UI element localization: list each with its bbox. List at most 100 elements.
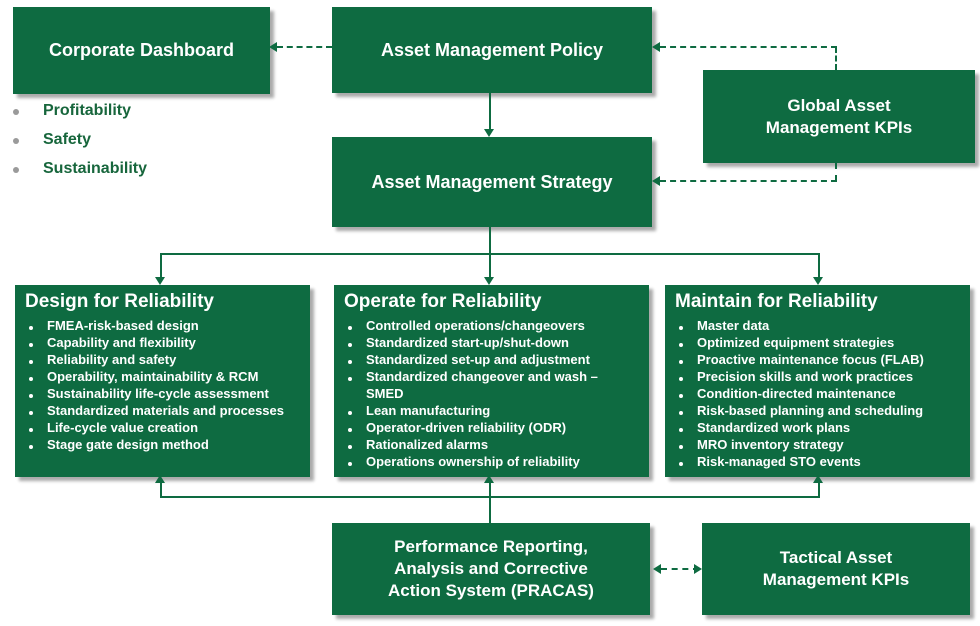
connector-pracas-stub	[489, 483, 491, 523]
bullet-dot	[344, 436, 366, 453]
bullet-dot	[10, 131, 43, 148]
connector-pracas-collection-line	[160, 496, 820, 498]
box-operate-for-reliability: Operate for Reliability Controlled opera…	[334, 285, 649, 477]
dashed-connector-pracas-tactical	[661, 568, 699, 570]
list-item-label: Standardized start-up/shut-down	[366, 335, 569, 350]
arrowhead-left-icon	[652, 176, 660, 186]
dashed-connector-globalkpi-strategy-vertical	[835, 163, 837, 181]
dashed-connector-globalkpi-to-policy	[660, 46, 837, 48]
arrowhead-right-icon	[694, 564, 702, 574]
arrowhead-down-icon	[484, 277, 494, 285]
list-item-label: Profitability	[43, 102, 132, 119]
box-pracas: Performance Reporting, Analysis and Corre…	[332, 523, 650, 615]
bullet-dot	[344, 402, 366, 419]
list-item-label: Reliability and safety	[47, 352, 177, 367]
list-item: Operability, maintainability & RCM	[25, 368, 296, 385]
list-item-label: Master data	[697, 318, 770, 333]
list-item: Profitability	[10, 102, 280, 119]
list-item-label: Optimized equipment strategies	[697, 335, 895, 350]
list-item: Standardized work plans	[675, 419, 956, 436]
bullet-dot	[10, 102, 43, 119]
list-item-label: Condition-directed maintenance	[697, 386, 896, 401]
list-item: Standardized set-up and adjustment	[344, 351, 635, 368]
list-item-label: Sustainability life-cycle assessment	[47, 386, 269, 401]
list-item-label: Standardized work plans	[697, 420, 851, 435]
bullet-dot	[675, 317, 697, 334]
box-label-line: Action System (PRACAS)	[388, 581, 594, 600]
list-item-label: Precision skills and work practices	[697, 369, 914, 384]
list-item: Life-cycle value creation	[25, 419, 296, 436]
list-item: Stage gate design method	[25, 436, 296, 453]
list-item-label: Proactive maintenance focus (FLAB)	[697, 352, 924, 367]
bullet-dot	[25, 419, 47, 436]
list-item-label: MRO inventory strategy	[697, 437, 844, 452]
list-item: Proactive maintenance focus (FLAB)	[675, 351, 956, 368]
box-label-line: Tactical Asset	[779, 548, 893, 567]
list-item: FMEA-risk-based design	[25, 317, 296, 334]
column-title: Design for Reliability	[25, 291, 214, 312]
list-item: Risk-managed STO events	[675, 453, 956, 470]
bullet-dot	[344, 351, 366, 368]
list-item: Reliability and safety	[25, 351, 296, 368]
connector-strategy-stub	[489, 227, 491, 278]
list-item-label: Safety	[43, 131, 92, 148]
bullet-dot	[675, 334, 697, 351]
list-item: Controlled operations/changeovers	[344, 317, 635, 334]
arrowhead-down-icon	[813, 277, 823, 285]
box-label: Asset Management Policy	[380, 39, 604, 60]
bullet-dot	[344, 368, 366, 402]
bullet-dot	[344, 334, 366, 351]
box-label-line: Analysis and Corrective	[394, 559, 588, 578]
list-item-label: Lean manufacturing	[366, 403, 491, 418]
bullet-dot	[675, 402, 697, 419]
box-label: Corporate Dashboard	[48, 40, 235, 60]
bullet-dot	[10, 160, 43, 177]
bullet-dot	[675, 436, 697, 453]
bullet-dot	[25, 317, 47, 334]
bullet-dot	[25, 402, 47, 419]
connector-to-maintain	[818, 253, 820, 278]
arrowhead-down-icon	[155, 277, 165, 285]
list-item-label: Standardized materials and processes	[47, 403, 284, 418]
dashed-connector-policy-to-dashboard	[277, 46, 332, 48]
list-item: Safety	[10, 131, 280, 148]
box-label-line: Performance Reporting,	[394, 537, 588, 556]
arrowhead-left-icon	[652, 42, 660, 52]
list-item-label: Controlled operations/changeovers	[366, 318, 585, 333]
arrowhead-left-icon	[269, 42, 277, 52]
list-item: Master data	[675, 317, 956, 334]
list-item-label: Risk-based planning and scheduling	[697, 403, 924, 418]
list-item-label: Standardized set-up and adjustment	[366, 352, 590, 367]
arrowhead-up-icon	[813, 475, 823, 483]
bullet-dot	[344, 453, 366, 470]
bullet-dot	[25, 368, 47, 385]
box-corporate-dashboard: Corporate Dashboard	[13, 7, 270, 94]
list-item-label: Rationalized alarms	[366, 437, 489, 452]
list-item: Precision skills and work practices	[675, 368, 956, 385]
box-label-line: Global Asset	[787, 95, 891, 115]
bullet-dot	[675, 453, 697, 470]
list-item-label: Sustainability	[43, 160, 148, 177]
list-item: Standardized materials and processes	[25, 402, 296, 419]
list-item: MRO inventory strategy	[675, 436, 956, 453]
list-item-label: Risk-managed STO events	[697, 454, 861, 469]
list-item-label: Capability and flexibility	[47, 335, 196, 350]
list-item-label: Operability, maintainability & RCM	[47, 369, 259, 384]
list-item: Optimized equipment strategies	[675, 334, 956, 351]
box-design-for-reliability: Design for Reliability FMEA-risk-based d…	[15, 285, 310, 477]
bullet-dot	[675, 419, 697, 436]
list-item: Operations ownership of reliability	[344, 453, 635, 470]
arrowhead-up-icon	[155, 475, 165, 483]
list-item-label: Stage gate design method	[47, 437, 209, 452]
connector-to-design	[160, 253, 162, 278]
bullet-dot	[344, 317, 366, 334]
column-title: Operate for Reliability	[344, 291, 542, 312]
box-asset-management-policy: Asset Management Policy	[332, 7, 652, 93]
dashed-connector-globalkpi-to-strategy	[660, 180, 837, 182]
bullet-dot	[675, 351, 697, 368]
